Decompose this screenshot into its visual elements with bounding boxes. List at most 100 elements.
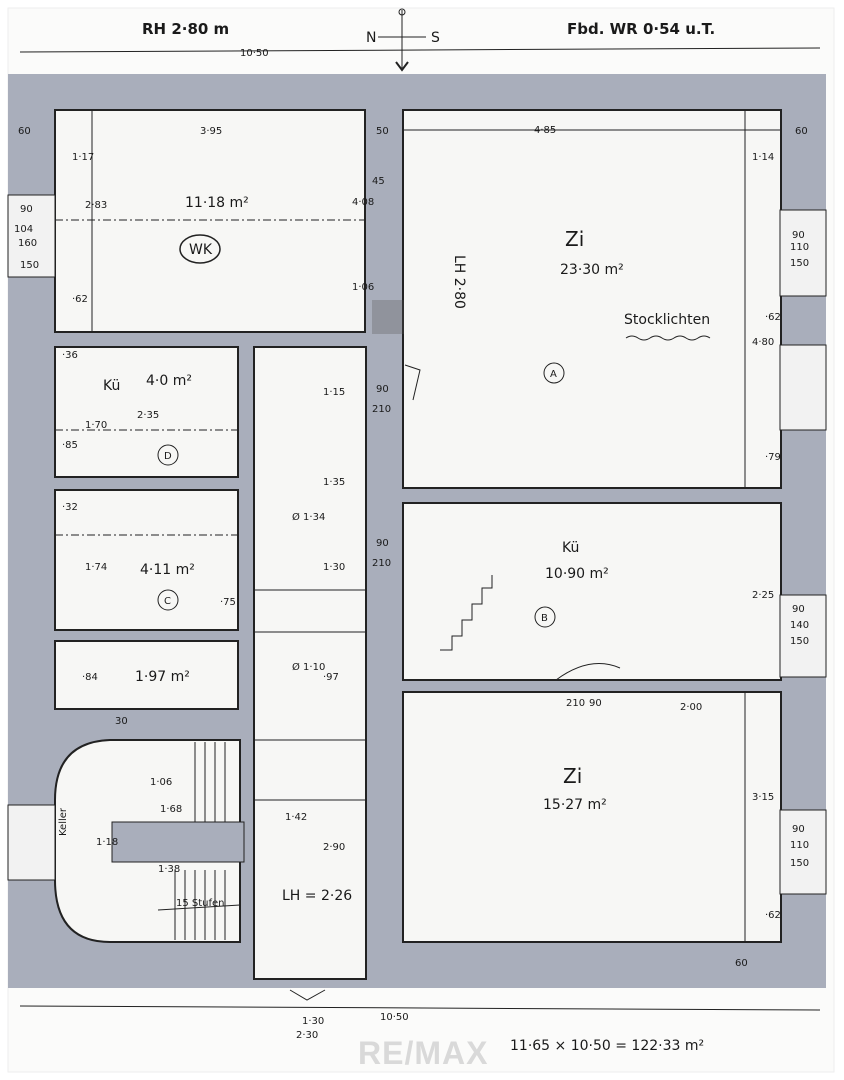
stair-w2: 1·38: [158, 864, 180, 875]
ku-b-d1: 2·25: [752, 590, 774, 601]
svg-text:110: 110: [790, 242, 809, 253]
ku-d-area: 4·0 m²: [146, 373, 192, 389]
room-zi-b: [402, 691, 782, 943]
zi-b-d1: 3·15: [752, 792, 774, 803]
svg-text:90: 90: [792, 824, 805, 835]
svg-text:110: 110: [790, 840, 809, 851]
zi-a-d4: ·79: [765, 452, 781, 463]
wk-d-mid: 2·83: [85, 200, 107, 211]
zi-a-width: 4·85: [534, 125, 556, 136]
svg-text:90: 90: [792, 604, 805, 615]
corridor-height: LH = 2·26: [282, 888, 352, 904]
zi-b-area: 15·27 m²: [543, 797, 607, 813]
small-area: 1·97 m²: [135, 669, 190, 685]
wk-right-bot: 1·06: [352, 282, 374, 293]
ku-d-d1: ·36: [62, 350, 78, 361]
svg-text:90: 90: [20, 204, 33, 215]
corridor-d1: 1·15: [323, 387, 345, 398]
svg-text:60: 60: [795, 126, 808, 137]
wk-width: 3·95: [200, 126, 222, 137]
svg-text:90: 90: [589, 698, 602, 709]
room-c: [54, 489, 239, 631]
room-ku-b: [402, 502, 782, 681]
floor-level-label: Fbd. WR 0·54 u.T.: [567, 20, 715, 38]
svg-text:210: 210: [372, 404, 391, 415]
width-bottom-label: 10·50: [380, 1012, 409, 1023]
svg-text:90: 90: [376, 384, 389, 395]
ku-d-d2: 1·70: [85, 420, 107, 431]
small-d: ·84: [82, 672, 98, 683]
svg-text:50: 50: [376, 126, 389, 137]
stair-side: Keller: [58, 807, 69, 836]
ku-b-area: 10·90 m²: [545, 566, 609, 582]
room-small: [54, 640, 239, 710]
ku-d-name: Kü: [103, 378, 120, 394]
wk-area: 11·18 m²: [185, 195, 249, 211]
zi-a-name: Zi: [565, 227, 584, 251]
width-top-label: 10·50: [240, 48, 269, 59]
zi-b-name: Zi: [563, 764, 582, 788]
svg-text:30: 30: [115, 716, 128, 727]
svg-text:90: 90: [792, 230, 805, 241]
corridor: [253, 346, 367, 980]
corridor-d4: ·97: [323, 672, 339, 683]
ku-d-d3: ·85: [62, 440, 78, 451]
svg-text:210: 210: [566, 698, 585, 709]
window-zi-a1: [779, 209, 827, 297]
room-c-mark: C: [164, 596, 171, 607]
stair-h: 1·06: [150, 777, 172, 788]
area-formula: 11·65 × 10·50 = 122·33 m²: [510, 1038, 704, 1054]
stair-label: 15 Stufen: [176, 898, 225, 909]
room-c-d1: ·32: [62, 502, 78, 513]
wk-name: WK: [189, 242, 213, 258]
zi-a-area: 23·30 m²: [560, 262, 624, 278]
compass-s: S: [431, 30, 440, 46]
ku-b-mark: B: [541, 613, 548, 624]
window-stair: [7, 804, 56, 881]
svg-text:140: 140: [790, 620, 809, 631]
window-wk: [7, 194, 56, 278]
zi-a-d3: ·62: [765, 312, 781, 323]
room-wk: [54, 109, 366, 333]
corridor-d5: 2·90: [323, 842, 345, 853]
svg-text:104: 104: [14, 224, 33, 235]
window-ku-b: [779, 594, 827, 678]
svg-text:150: 150: [790, 258, 809, 269]
zi-b-d2: ·62: [765, 910, 781, 921]
bottom-door-2: 2·30: [296, 1030, 318, 1041]
room-c-d3: ·75: [220, 597, 236, 608]
compass-n: N: [366, 30, 376, 46]
svg-text:150: 150: [790, 858, 809, 869]
bottom-door: 1·30: [302, 1016, 324, 1027]
room-height-label: RH 2·80 m: [142, 20, 229, 38]
wk-d-top: 1·17: [72, 152, 94, 163]
ku-b-name: Kü: [562, 540, 579, 556]
corridor-w: 1·42: [285, 812, 307, 823]
wk-d-bot: ·62: [72, 294, 88, 305]
svg-text:160: 160: [18, 238, 37, 249]
corridor-area2: Ø 1·10: [292, 661, 325, 673]
room-c-d2: 1·74: [85, 562, 107, 573]
svg-text:150: 150: [20, 260, 39, 271]
svg-text:90: 90: [376, 538, 389, 549]
svg-text:150: 150: [790, 636, 809, 647]
room-zi-a: [402, 109, 782, 489]
corridor-d2: 1·35: [323, 477, 345, 488]
svg-text:60: 60: [735, 958, 748, 969]
window-zi-a2: [779, 344, 827, 431]
room-ku-d: [54, 346, 239, 478]
ku-d-width: 2·35: [137, 410, 159, 421]
compass-icon: N S: [366, 8, 440, 72]
svg-text:210: 210: [372, 558, 391, 569]
zi-a-d2: 4·80: [752, 337, 774, 348]
zi-a-height: LH 2·80: [451, 255, 467, 309]
watermark-logo: RE/MAX: [358, 1035, 488, 1071]
stair-h2: 1·18: [96, 837, 118, 848]
stair-icon: [157, 742, 241, 940]
zi-a-note: Stocklichten: [624, 312, 710, 328]
zi-b-width: 2·00: [680, 702, 702, 713]
wk-right: 4·08: [352, 197, 374, 208]
ku-d-mark: D: [164, 451, 172, 462]
window-zi-b: [779, 809, 827, 895]
corridor-d3: 1·30: [323, 562, 345, 573]
